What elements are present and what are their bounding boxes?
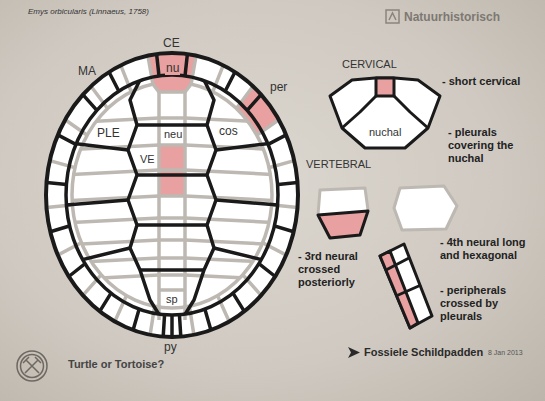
museum-logo-part [389, 13, 396, 20]
peripheral-detail [380, 244, 432, 328]
bone-sutures-part [148, 52, 196, 92]
species-title: Emys orbicularis (Linnaeus, 1758) [28, 7, 149, 17]
nuchal-detail-part [376, 78, 394, 96]
scute-sulci-part-part [30, 138, 314, 270]
hammer-logo [17, 351, 47, 381]
third-neural-detail-part [318, 211, 368, 238]
scute-sulci [30, 53, 314, 337]
scute-label: MA [78, 64, 96, 78]
scute-heading: VERTEBRAL [306, 158, 371, 171]
scute-label: VE [139, 153, 156, 166]
bone-label: cos [218, 124, 239, 138]
scute-sulci-part-part [128, 70, 160, 330]
bone-label: per [270, 80, 287, 94]
feature-note: - 4th neural long and hexagonal [440, 236, 540, 262]
footer-title: Turtle or Tortoise? [68, 358, 164, 371]
bone-label: neu [163, 128, 183, 141]
fourth-neural-detail [394, 186, 457, 230]
scute-sulci-part-part [47, 54, 298, 337]
scute-sulci-part [47, 54, 298, 337]
nuchal-detail-part [342, 96, 428, 128]
hammer-logo-part [21, 355, 44, 378]
shell-bone-part [46, 53, 298, 337]
shell-bone [46, 53, 298, 337]
museum-logo [386, 10, 399, 23]
scute-sulci-part [66, 75, 278, 315]
feature-note: - 3rd neural crossed posteriorly [298, 250, 376, 290]
hammer-logo-part [23, 357, 41, 373]
hammer-logo-part [17, 351, 47, 381]
feature-note: - peripherals crossed by pleurals [440, 284, 540, 324]
fourth-neural-detail-part [394, 186, 457, 230]
scute-label: CE [163, 36, 180, 50]
arrow-symbol [348, 347, 360, 358]
scute-sulci-part-part [184, 70, 216, 330]
nuchal-detail-part [330, 78, 440, 148]
third-neural-detail [318, 188, 368, 238]
scute-sulci-part-part [137, 125, 207, 270]
third-neural-detail-part [318, 188, 368, 238]
footer-title: Fossiele Schildpadden [364, 346, 483, 359]
bone-label: py [164, 340, 177, 354]
scute-sulci-part [46, 53, 298, 337]
feature-note: - short cervical [442, 75, 520, 88]
date-note: 8 Jan 2013 [488, 349, 523, 357]
museum-name: Natuurhistorisch [404, 10, 500, 24]
scute-label: PLE [96, 126, 121, 140]
feature-note: - pleurals covering the nuchal [448, 126, 540, 166]
bone-label: sp [165, 293, 179, 306]
scute-heading: CERVICAL [342, 58, 397, 71]
peripheral-detail-part [380, 244, 432, 328]
nuchal-detail [330, 78, 440, 148]
museum-logo-part [386, 10, 399, 23]
bone-label: nuchal [368, 126, 402, 139]
arrow-symbol-part [348, 347, 360, 358]
bone-label: nu [165, 61, 180, 75]
peripheral-detail-part [386, 258, 421, 296]
